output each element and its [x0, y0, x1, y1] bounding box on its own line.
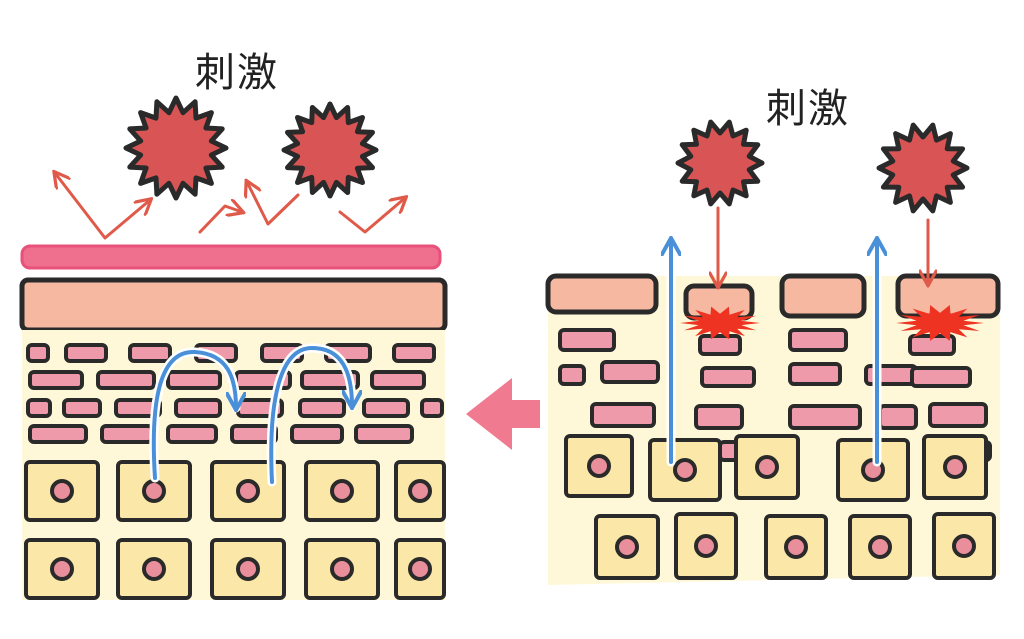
left-irritant-icons: [123, 95, 379, 201]
cell-nucleus: [673, 458, 697, 482]
granular-cell: [174, 398, 222, 418]
granular-cell: [96, 370, 156, 390]
granular-cell: [62, 398, 102, 418]
irritant-icon: [123, 95, 229, 201]
granular-cell: [26, 398, 52, 418]
basal-layer: [24, 460, 446, 600]
right-dermis-background: [548, 276, 1000, 585]
cell-nucleus: [50, 557, 74, 581]
granular-cell: [694, 404, 744, 430]
left-stimulus-label: 刺激: [195, 50, 279, 96]
irritant-icon: [281, 101, 379, 199]
granular-cell: [558, 328, 616, 352]
cell-nucleus: [587, 454, 611, 478]
right-stimulus-label: 刺激: [766, 86, 850, 132]
cell-nucleus: [408, 479, 432, 503]
granular-cell: [100, 424, 154, 444]
granular-cell: [788, 362, 842, 386]
cell-nucleus: [952, 534, 976, 558]
basal-layer: [564, 434, 996, 580]
granular-cell: [878, 404, 918, 430]
granular-cell: [788, 404, 862, 430]
irritant-icon: [876, 122, 970, 214]
granular-cell: [370, 370, 426, 390]
cell-nucleus: [330, 557, 354, 581]
granular-cell: [26, 343, 50, 363]
healthy-skin-panel: 刺激: [19, 50, 448, 600]
cell-nucleus: [236, 557, 260, 581]
granular-cell: [420, 398, 444, 418]
granular-cell: [600, 360, 660, 384]
cell-nucleus: [142, 557, 166, 581]
granular-cell: [590, 402, 656, 428]
cell-nucleus: [868, 535, 892, 559]
granular-cell: [166, 424, 218, 444]
granular-cell: [788, 328, 848, 352]
granular-cell: [910, 366, 972, 388]
granular-cell: [166, 370, 222, 390]
damaged-skin-panel: 刺激: [545, 86, 1001, 585]
cell-nucleus: [50, 479, 74, 503]
inflammation-icon: [680, 305, 984, 341]
cell-nucleus: [615, 535, 639, 559]
barrier-strip: [20, 244, 442, 270]
cell-nucleus: [408, 557, 432, 581]
cell-nucleus: [943, 455, 967, 479]
granular-layer: [26, 343, 444, 444]
granular-cell: [392, 343, 436, 363]
granular-cell: [28, 370, 84, 390]
granular-cell: [298, 398, 346, 418]
moisture-loss-arrow-icon: [671, 235, 877, 467]
right-irritant-icons: [675, 119, 970, 214]
granular-cell: [28, 424, 88, 444]
granular-cell: [700, 366, 756, 388]
horny-layer: [19, 277, 448, 333]
penetration-arrow-icon: [718, 206, 928, 286]
granular-cell: [698, 334, 742, 356]
granular-cell: [558, 364, 586, 386]
cell-nucleus: [236, 479, 260, 503]
reflect-arrow-icon: [55, 173, 405, 240]
granular-cell: [64, 343, 108, 363]
moisture-retention-arrow-icon: [149, 343, 352, 487]
cell-nucleus: [142, 479, 166, 503]
cell-nucleus: [330, 479, 354, 503]
cell-nucleus: [755, 455, 779, 479]
cell-nucleus: [784, 535, 808, 559]
granular-cell: [354, 424, 414, 444]
irritant-icon: [675, 119, 765, 207]
granular-cell: [928, 402, 988, 428]
granular-cell: [290, 424, 344, 444]
cell-nucleus: [694, 534, 718, 558]
arrow-left-icon: [466, 378, 540, 450]
granular-cell: [128, 343, 172, 363]
granular-cell: [362, 398, 410, 418]
